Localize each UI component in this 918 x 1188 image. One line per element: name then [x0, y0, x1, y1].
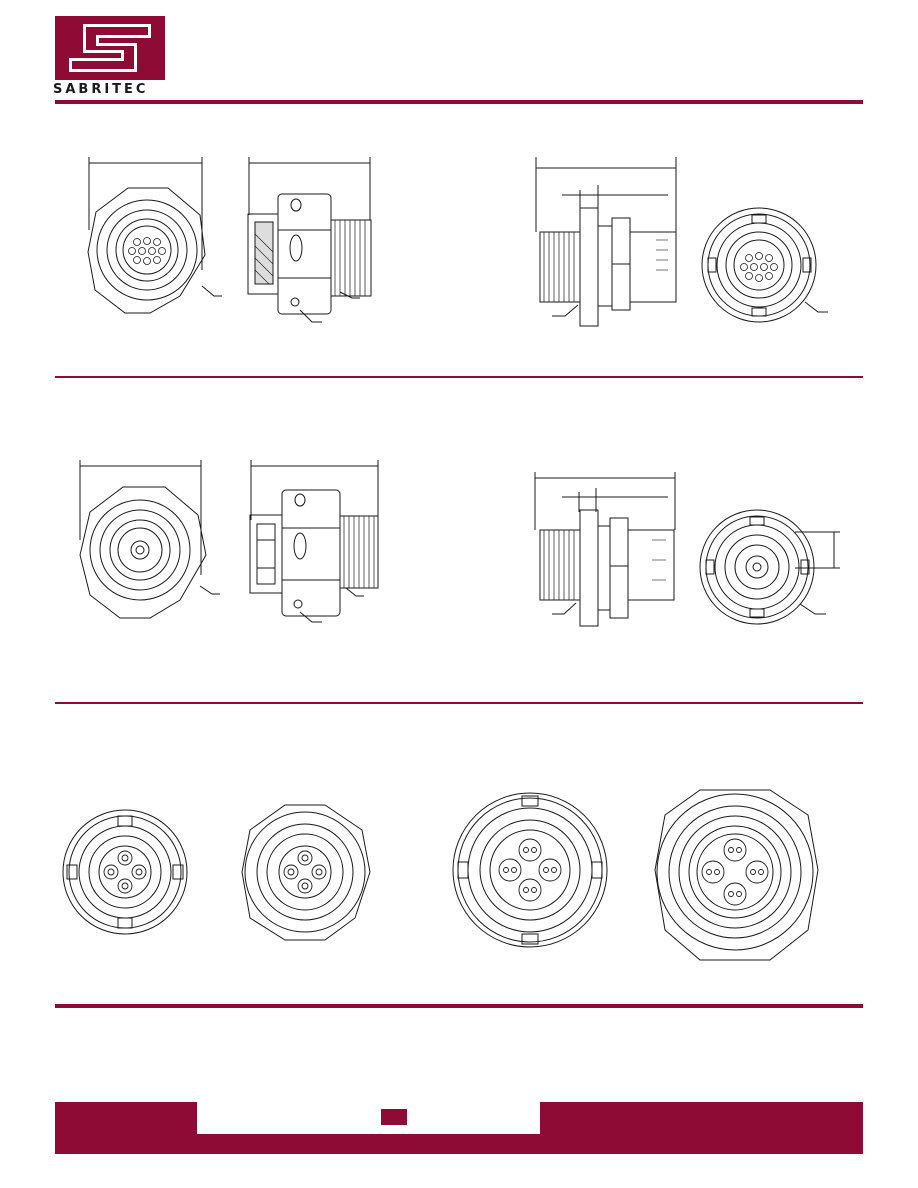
side-view-plug-coax [249, 460, 379, 623]
front-view-4-contact-hex [241, 804, 371, 941]
front-view-4-contact-hex-large [654, 789, 819, 961]
page-number-box [381, 1109, 407, 1125]
section-divider-3 [55, 1004, 863, 1008]
front-view-hex [87, 157, 222, 314]
stylized-s-logo-icon [55, 16, 165, 80]
side-view-plug [247, 157, 372, 323]
section-divider-2 [55, 702, 863, 704]
footer-white-panel [197, 1102, 540, 1134]
side-view-receptacle-coax [534, 472, 676, 627]
section-divider-1 [55, 376, 863, 378]
front-view-round [701, 207, 828, 323]
front-view-4-contact-round [62, 809, 188, 935]
front-view-4-contact-round-large [452, 792, 608, 948]
brand-wordmark: SABRITEC [53, 82, 149, 97]
front-view-hex-coax [79, 460, 220, 619]
side-view-receptacle [535, 157, 677, 327]
header-rule [55, 100, 863, 104]
front-view-round-coax [699, 509, 840, 625]
